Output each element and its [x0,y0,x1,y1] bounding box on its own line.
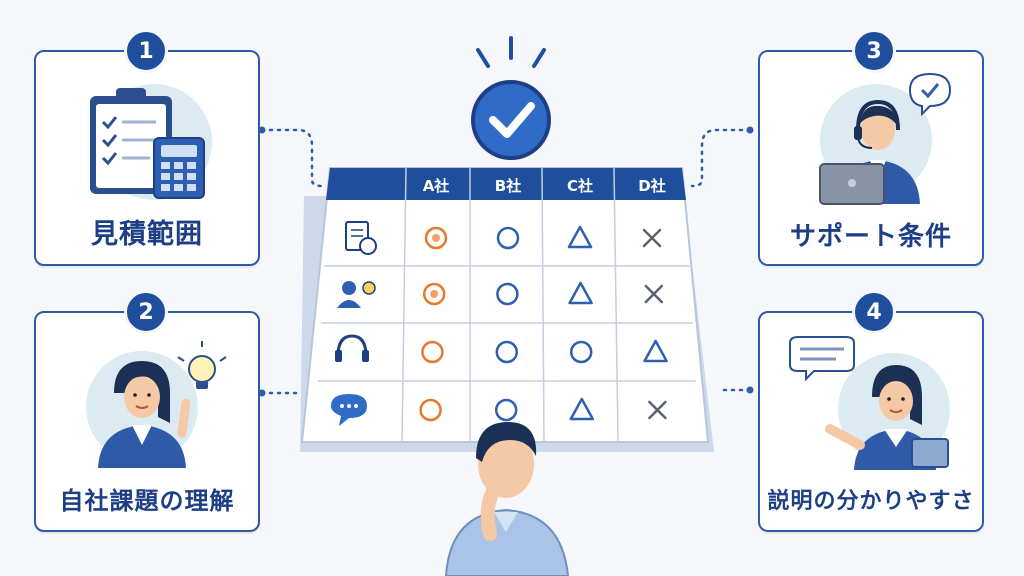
mark-double-circle-inner [430,290,439,298]
mark-double-circle [424,226,448,250]
yen-coin [359,237,377,255]
mark-cross [642,228,662,248]
mark-triangle [569,397,595,421]
grid-line [541,167,545,443]
mark-circle [421,340,444,364]
check-circle-icon [471,36,551,160]
table-header-bar [326,168,686,200]
card-own-issue-understanding: 自社課題の理解 [34,311,260,532]
mark-circle [569,340,593,364]
grid-line [401,167,407,443]
card-label: 見積範囲 [91,219,203,250]
grid-line [613,167,619,443]
card-estimate-scope: 見積範囲 [34,50,260,266]
headset-icon [336,334,368,357]
card-label: サポート条件 [789,222,952,252]
mark-triangle [643,339,668,363]
step-badge-4: 4 [852,290,896,334]
speech-bubble-icon [331,394,367,426]
comparison-table: A社 B社 C社 D社 [300,167,714,452]
bubble-dot [347,404,351,408]
mark-circle [419,398,442,422]
column-header: C社 [567,177,593,195]
clipboard-calculator-icon [90,84,212,200]
person-body [337,300,361,308]
card-clarity-of-explanation: 説明の分かりやすさ [758,311,984,532]
mark-circle [496,226,520,250]
mark-circle [496,282,519,306]
card-label: 説明の分かりやすさ [767,489,975,514]
column-header: B社 [495,177,521,195]
mark-circle [495,340,519,364]
mark-triangle [568,281,593,305]
woman-explaining-icon [789,336,950,470]
mark-cross [648,400,667,420]
mark-circle [494,398,518,422]
ear-cup [362,350,369,362]
mark-double-circle-inner [432,234,440,242]
step-badge-1: 1 [124,29,168,73]
mark-double-circle [422,282,446,306]
step-badge-3: 3 [852,29,896,73]
person-idea-icon [342,281,356,295]
bulb [362,281,376,295]
thinking-man-icon [444,422,570,576]
step-badge-2: 2 [124,290,168,334]
bubble-dot [340,404,344,408]
mark-cross [644,284,664,304]
ear-cup [335,350,342,362]
card-support-conditions: サポート条件 [758,50,984,266]
bubble-dot [354,404,358,408]
column-header: D社 [638,177,665,195]
support-operator-icon [819,72,952,205]
woman-idea-icon [86,341,227,468]
column-header: A社 [423,177,450,195]
mark-triangle [567,225,593,249]
card-label: 自社課題の理解 [59,487,235,515]
